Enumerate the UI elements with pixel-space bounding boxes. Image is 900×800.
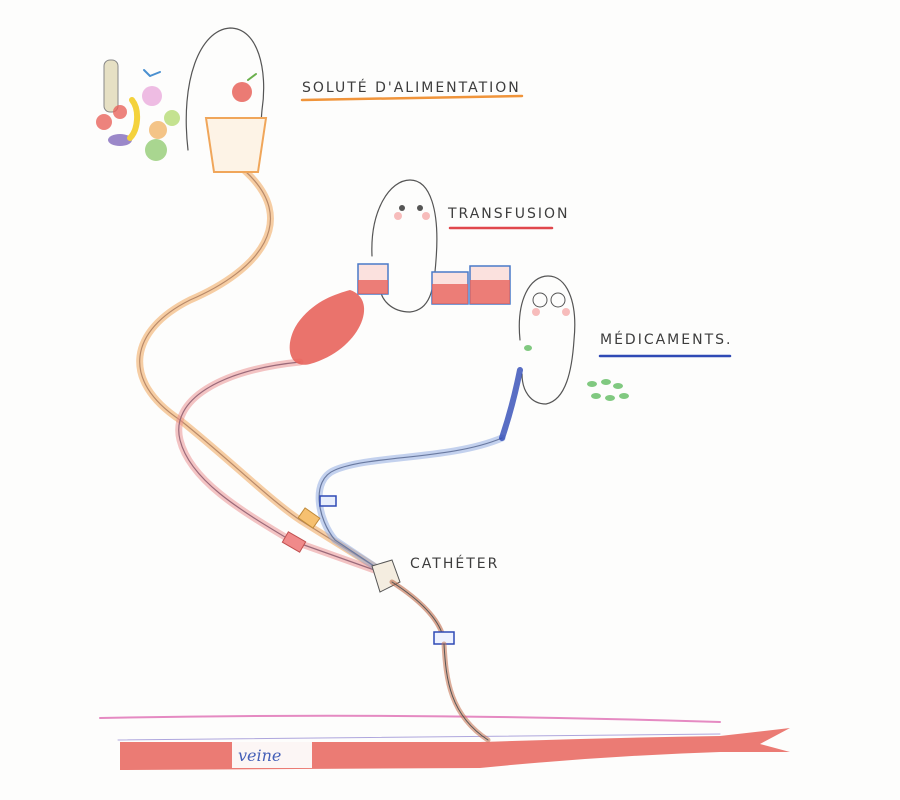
- medicaments-connector: [319, 495, 337, 507]
- pill-icon: [587, 381, 597, 387]
- label-transfusion: TRANSFUSION: [447, 206, 569, 230]
- transfusion-pitchers: [357, 263, 511, 305]
- vein-label: veine: [238, 746, 281, 765]
- transfusion-connector: [281, 531, 307, 553]
- label-medicaments: MÉDICAMENTS.: [598, 331, 732, 358]
- nutrition-connector: [297, 507, 321, 529]
- blood-bag: [289, 290, 365, 365]
- catheter-label: CATHÉTER: [410, 555, 499, 572]
- vein-outer-line: [99, 714, 721, 723]
- nutrition-underline: [300, 94, 524, 102]
- bucket-icon: [204, 117, 268, 173]
- medicaments-label: MÉDICAMENTS.: [600, 331, 732, 348]
- food-pile: [96, 59, 180, 161]
- label-catheter: CATHÉTER: [410, 555, 499, 572]
- grapes-icon: [142, 86, 162, 106]
- transfusion-label: TRANSFUSION: [447, 206, 569, 222]
- medicaments-character: [518, 275, 576, 405]
- vein: veine: [99, 714, 790, 770]
- nutrition-label: SOLUTÉ D'ALIMENTATION: [302, 79, 521, 96]
- banana-icon: [127, 97, 140, 141]
- label-nutrition: SOLUTÉ D'ALIMENTATION: [300, 79, 524, 102]
- eggplant-icon: [108, 134, 132, 146]
- medicaments-tube: [315, 434, 506, 574]
- broccoli-icon: [145, 139, 167, 161]
- vein-label-gap: [232, 740, 312, 768]
- tubes: [136, 166, 506, 743]
- apple-icon: [232, 82, 252, 102]
- bread-icon: [103, 59, 119, 113]
- pills: [524, 345, 629, 401]
- feeding-bucket: [204, 117, 268, 173]
- blood-bag-icon: [289, 290, 365, 365]
- transfusion-character: [371, 179, 438, 313]
- syringe-icon: [499, 367, 523, 441]
- syringe: [499, 367, 523, 441]
